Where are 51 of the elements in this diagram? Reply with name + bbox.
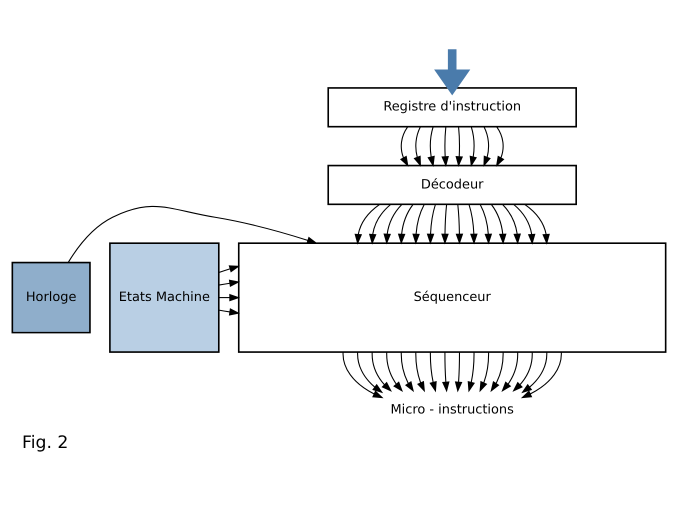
arrow — [68, 205, 318, 262]
arrow — [441, 126, 449, 167]
node-text: Micro - instructions — [390, 402, 514, 418]
arrow — [218, 279, 240, 287]
arrow — [513, 204, 536, 244]
arrow — [502, 204, 521, 244]
arrow — [480, 204, 492, 244]
arrow — [414, 126, 422, 166]
arrow — [501, 352, 518, 392]
node-box: Registre d'instruction — [327, 86, 577, 128]
arrow — [468, 352, 475, 392]
arrow — [218, 293, 240, 301]
arrow — [479, 352, 490, 392]
arrow — [454, 352, 462, 392]
arrow — [354, 204, 380, 244]
arrow — [483, 126, 491, 166]
arrow — [521, 352, 548, 393]
arrow — [398, 204, 414, 244]
arrow — [491, 204, 507, 244]
arrow — [490, 352, 504, 392]
node-box: Séquenceur — [238, 242, 666, 352]
arrow — [218, 264, 240, 273]
node-box: Etats Machine — [109, 242, 220, 352]
arrow — [400, 352, 414, 392]
arrow — [342, 352, 384, 398]
arrow — [372, 352, 392, 392]
node-box: Décodeur — [327, 164, 577, 205]
arrow — [470, 126, 477, 166]
arrow — [218, 308, 240, 316]
node-box: Horloge — [12, 261, 91, 333]
caption: Fig. 2 — [22, 432, 68, 452]
arrow — [524, 204, 550, 244]
arrow — [427, 126, 435, 166]
arrow — [434, 48, 470, 95]
arrow — [455, 126, 464, 167]
arrow — [496, 126, 504, 166]
arrow — [386, 352, 403, 392]
arrow — [383, 204, 402, 244]
arrow — [429, 352, 437, 392]
arrow — [357, 352, 384, 393]
arrow — [468, 204, 478, 244]
arrow — [512, 352, 533, 392]
arrow — [456, 204, 464, 244]
arrow — [412, 204, 425, 244]
arrow — [520, 352, 562, 398]
arrow — [426, 204, 436, 244]
arrow — [400, 126, 408, 166]
arrow — [368, 204, 391, 244]
arrow — [415, 352, 425, 392]
arrow — [441, 204, 449, 244]
arrow — [442, 352, 450, 392]
